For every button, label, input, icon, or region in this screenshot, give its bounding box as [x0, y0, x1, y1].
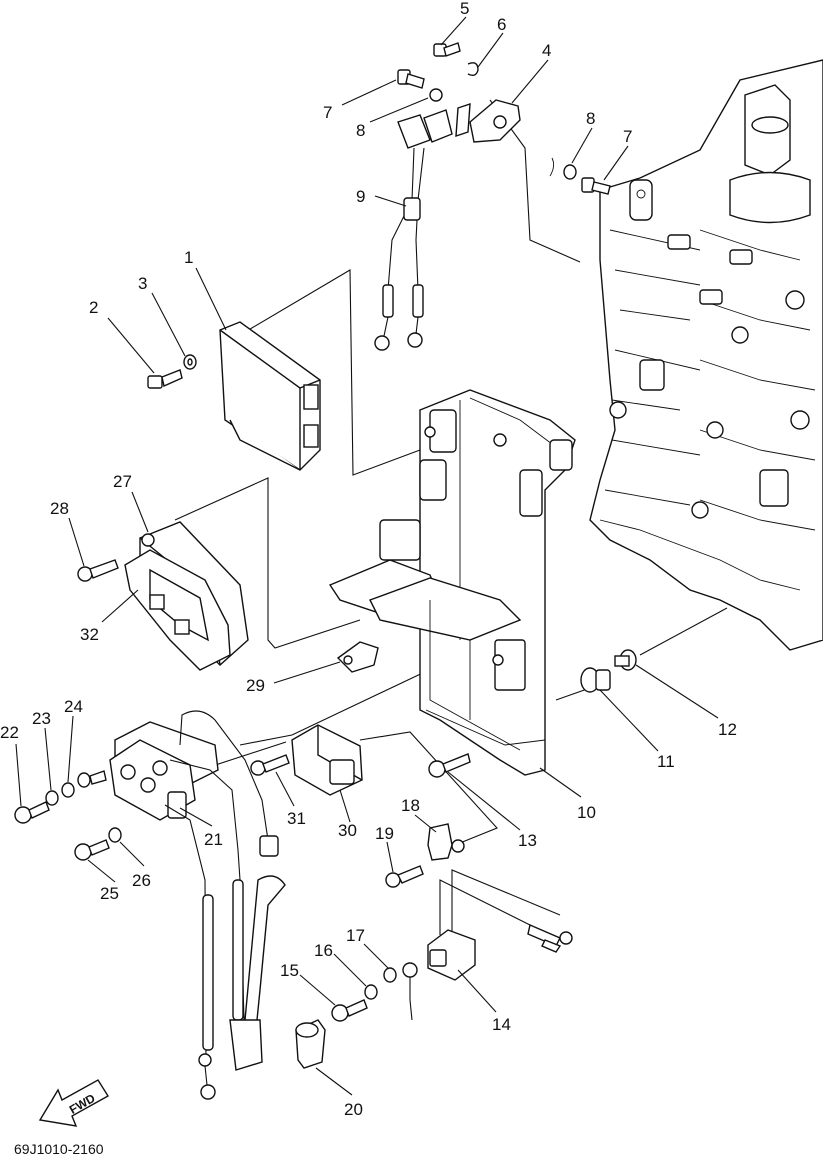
washer-part-16: [364, 984, 378, 1000]
bolt-part-22: [14, 801, 50, 824]
callout-22: 22: [0, 723, 19, 742]
bolt-part-15: [331, 999, 368, 1022]
callout-1: 1: [184, 248, 193, 267]
callout-10: 10: [577, 803, 596, 822]
bolt-part-7b: [581, 177, 611, 195]
callout-18: 18: [401, 796, 420, 815]
grommet-part-11: [580, 667, 611, 693]
callout-7a: 7: [323, 103, 332, 122]
callout-11: 11: [657, 752, 675, 771]
terminal-lead: [402, 962, 418, 1021]
callout-9: 9: [356, 187, 365, 206]
callout-3: 3: [138, 274, 147, 293]
callout-21: 21: [204, 830, 223, 849]
ignition-coil-part-21: [109, 710, 286, 1100]
screw-part-31: [250, 754, 290, 776]
callout-6: 6: [497, 15, 506, 34]
callout-27: 27: [113, 472, 132, 491]
cap-part-20: [295, 1019, 326, 1069]
washer-part-24: [61, 782, 75, 798]
bolt-part-7a: [397, 69, 425, 89]
callout-7b: 7: [623, 127, 632, 146]
callout-8b: 8: [586, 109, 595, 128]
rectifier-part-14: [427, 869, 573, 981]
callout-32: 32: [80, 625, 99, 644]
callout-29: 29: [246, 676, 265, 695]
clamp-part-29: [336, 641, 379, 673]
control-unit-part-32: [124, 549, 231, 671]
callout-4: 4: [542, 41, 551, 60]
callout-30: 30: [338, 821, 357, 840]
sensor-bracket-part-4: [455, 99, 521, 143]
washer-part-26: [108, 827, 122, 843]
washer-part-8a: [429, 88, 443, 102]
screw-part-19: [385, 865, 424, 888]
callout-19: 19: [375, 824, 394, 843]
electrical-bracket-part-10: [328, 389, 576, 776]
nut-part-17: [383, 967, 397, 983]
washer-part-23: [45, 790, 59, 806]
callout-14: 14: [492, 1015, 511, 1034]
collar-part-21b: [77, 770, 107, 788]
callout-16: 16: [314, 941, 333, 960]
callout-31: 31: [287, 809, 306, 828]
callout-2: 2: [89, 298, 98, 317]
relay-part-30: [291, 724, 363, 796]
clip-part-18: [427, 823, 465, 861]
drawing-code: 69J1010-2160: [14, 1141, 104, 1157]
bolt-part-2: [147, 369, 183, 389]
bolt-part-5: [433, 42, 461, 57]
wire-lead-part-9: [374, 109, 453, 351]
callout-23: 23: [32, 709, 51, 728]
bolt-part-13: [428, 753, 471, 778]
callout-5: 5: [460, 0, 469, 18]
callout-12: 12: [718, 720, 737, 739]
callout-15: 15: [280, 961, 299, 980]
part-callouts: 1 2 3 4 5 6 7 7 8 8 9 10 11 12 13 14 15 …: [0, 0, 737, 1119]
callout-8a: 8: [356, 121, 365, 140]
washer-part-8b: [549, 157, 577, 180]
screw-part-28: [77, 559, 119, 582]
callout-28: 28: [50, 499, 69, 518]
callout-25: 25: [100, 884, 119, 903]
leader-lines: [15, 16, 719, 1096]
bolt-part-25: [74, 839, 110, 861]
washer-part-3: [183, 354, 197, 370]
fwd-arrow-icon: FWD: [38, 1079, 109, 1127]
callout-20: 20: [344, 1100, 363, 1119]
callout-26: 26: [132, 871, 151, 890]
callout-17: 17: [346, 926, 365, 945]
callout-13: 13: [518, 831, 537, 850]
engine-block-illustration: [589, 59, 823, 651]
callout-24: 24: [64, 697, 83, 716]
clip-part-6: [467, 62, 479, 77]
collar-part-12: [614, 649, 637, 671]
cdi-unit-part: [219, 321, 321, 471]
